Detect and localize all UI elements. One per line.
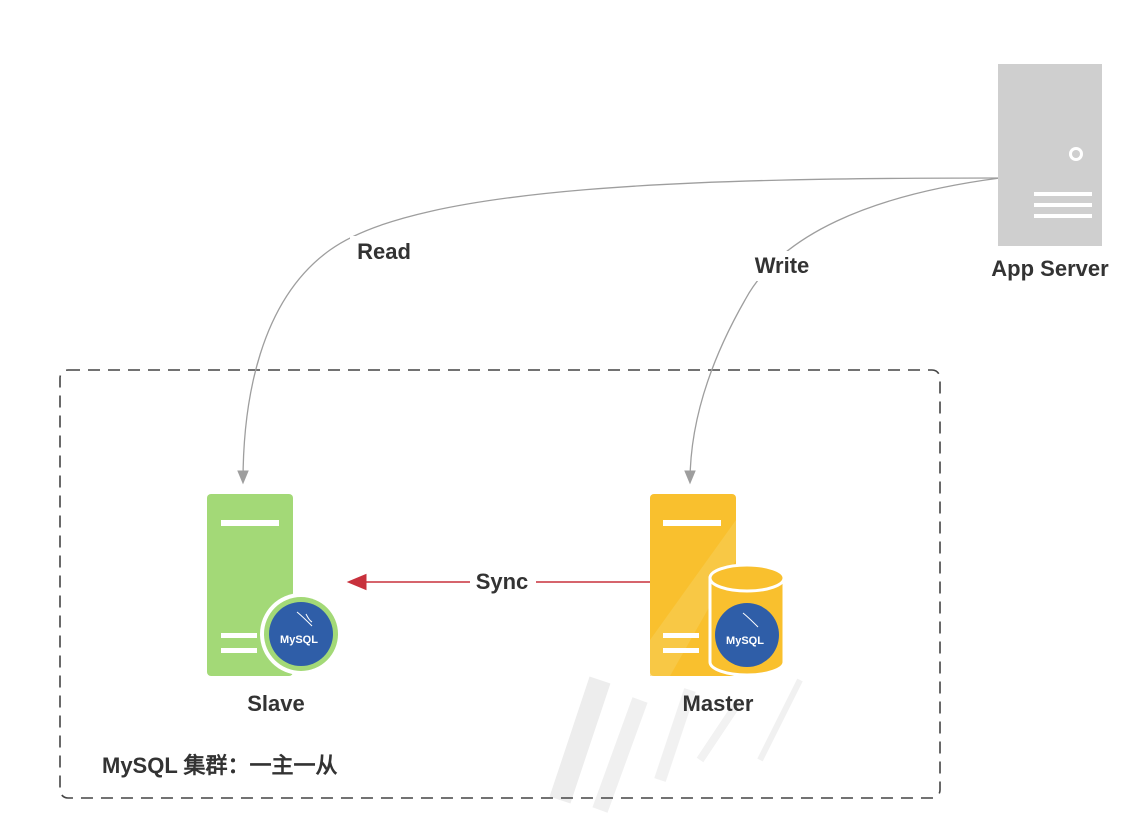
cluster-label: MySQL 集群：一主一从 bbox=[102, 753, 338, 778]
app-server-label: App Server bbox=[991, 256, 1109, 281]
watermark bbox=[549, 676, 803, 813]
write-edge bbox=[684, 177, 1001, 485]
slave-badge-text: MySQL bbox=[280, 634, 318, 646]
slave-label: Slave bbox=[247, 691, 305, 716]
mysql-dolphin-icon bbox=[260, 593, 342, 675]
master-node: MySQL Master bbox=[650, 494, 786, 716]
read-edge-label: Read bbox=[357, 239, 411, 264]
cluster-boundary bbox=[59, 369, 941, 799]
database-icon bbox=[708, 563, 786, 677]
read-edge bbox=[237, 177, 1001, 485]
server-icon bbox=[998, 64, 1102, 246]
master-badge-text: MySQL bbox=[726, 635, 764, 647]
app-server-node: App Server bbox=[991, 64, 1109, 281]
write-edge-label: Write bbox=[755, 253, 810, 278]
master-label: Master bbox=[683, 691, 754, 716]
sync-edge-label: Sync bbox=[476, 569, 529, 594]
slave-node: MySQL Slave bbox=[207, 494, 342, 716]
